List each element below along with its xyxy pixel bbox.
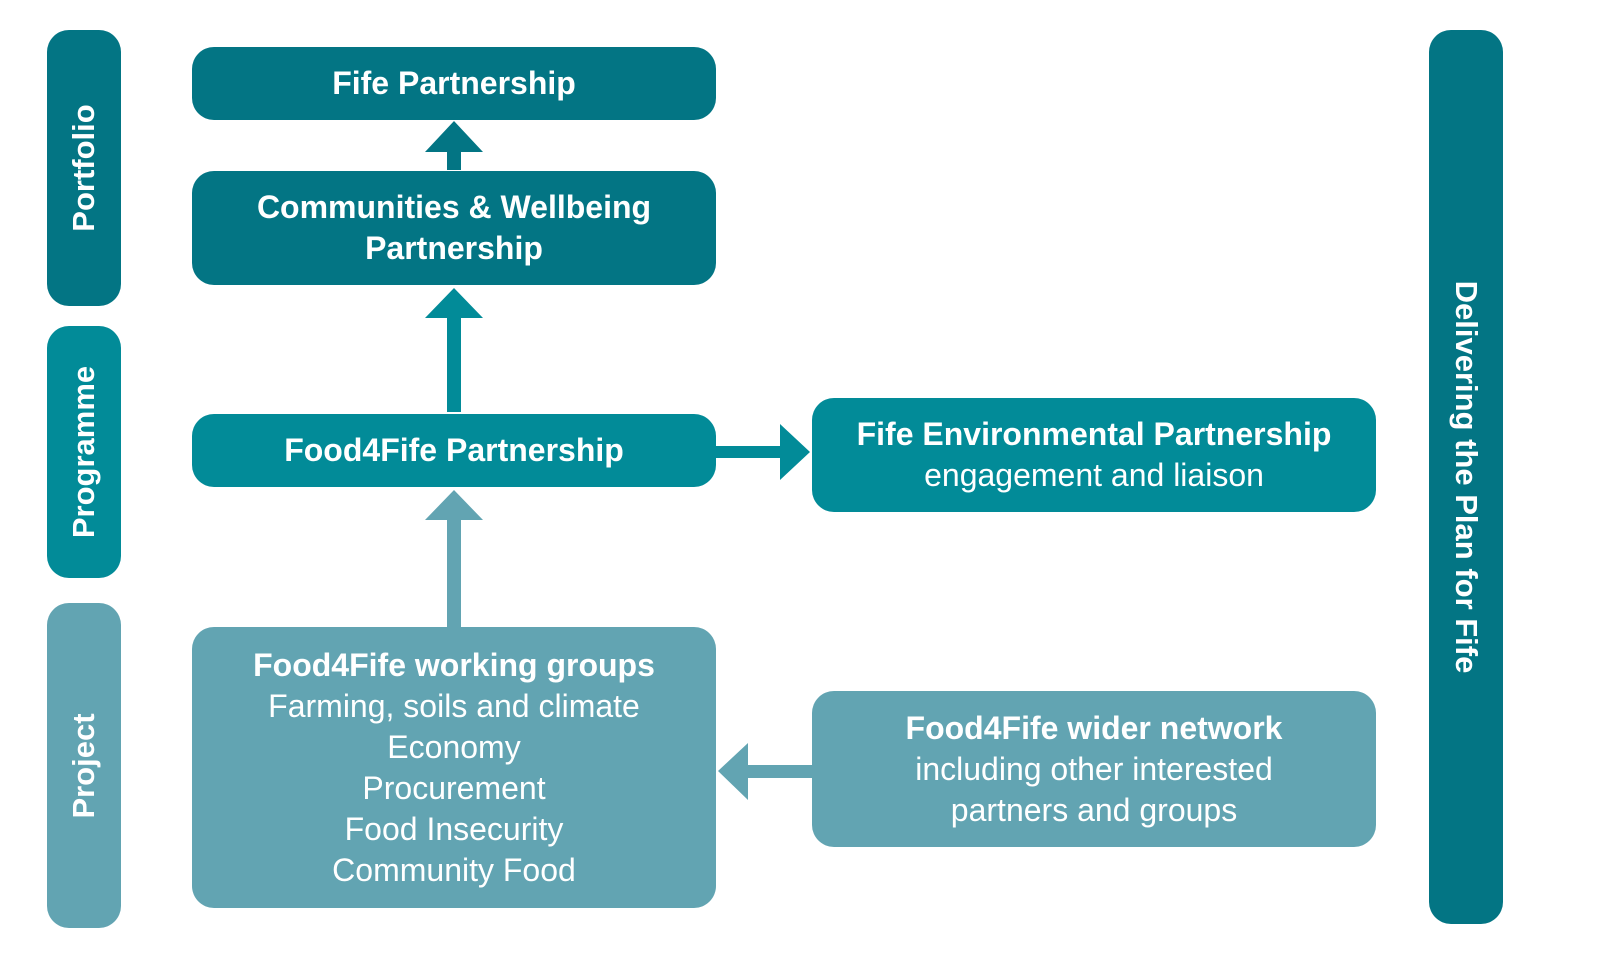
box-title: Food4Fife wider network — [905, 709, 1283, 746]
arrow-right-icon — [716, 424, 810, 480]
arrow-left-icon — [718, 743, 812, 800]
level-portfolio: Portfolio — [47, 30, 121, 306]
box-subtitle: including other interested — [915, 750, 1273, 787]
arrow-up-icon — [425, 121, 483, 170]
working-group-item: Procurement — [362, 769, 546, 806]
box-title: Food4Fife Partnership — [284, 432, 624, 468]
working-group-item: Farming, soils and climate — [268, 687, 640, 724]
fife-partnership-box: Fife Partnership — [192, 47, 716, 120]
side-banner: Delivering the Plan for Fife — [1429, 30, 1503, 924]
box-title: Food4Fife working groups — [253, 646, 655, 683]
box-title: Fife Partnership — [332, 65, 576, 101]
box-subtitle: engagement and liaison — [924, 457, 1264, 493]
arrow-up-icon — [425, 490, 483, 627]
box-title: Communities & Wellbeing — [256, 189, 652, 225]
arrow-up-icon — [425, 288, 483, 412]
working-group-item: Food Insecurity — [344, 810, 564, 847]
working-group-item: Economy — [387, 728, 521, 765]
working-groups-box: Food4Fife working groups Farming, soils … — [192, 627, 716, 908]
communities-box: Communities & Wellbeing Partnership — [192, 171, 716, 285]
box-title: Fife Environmental Partnership — [856, 416, 1332, 452]
working-group-item: Community Food — [332, 851, 576, 888]
environmental-box: Fife Environmental Partnership engagemen… — [812, 398, 1376, 512]
level-programme: Programme — [47, 326, 121, 578]
food4fife-box: Food4Fife Partnership — [192, 414, 716, 487]
wider-network-box: Food4Fife wider network including other … — [812, 691, 1376, 847]
box-subtitle: partners and groups — [950, 791, 1238, 828]
level-project: Project — [47, 603, 121, 928]
box-title: Partnership — [365, 230, 543, 266]
